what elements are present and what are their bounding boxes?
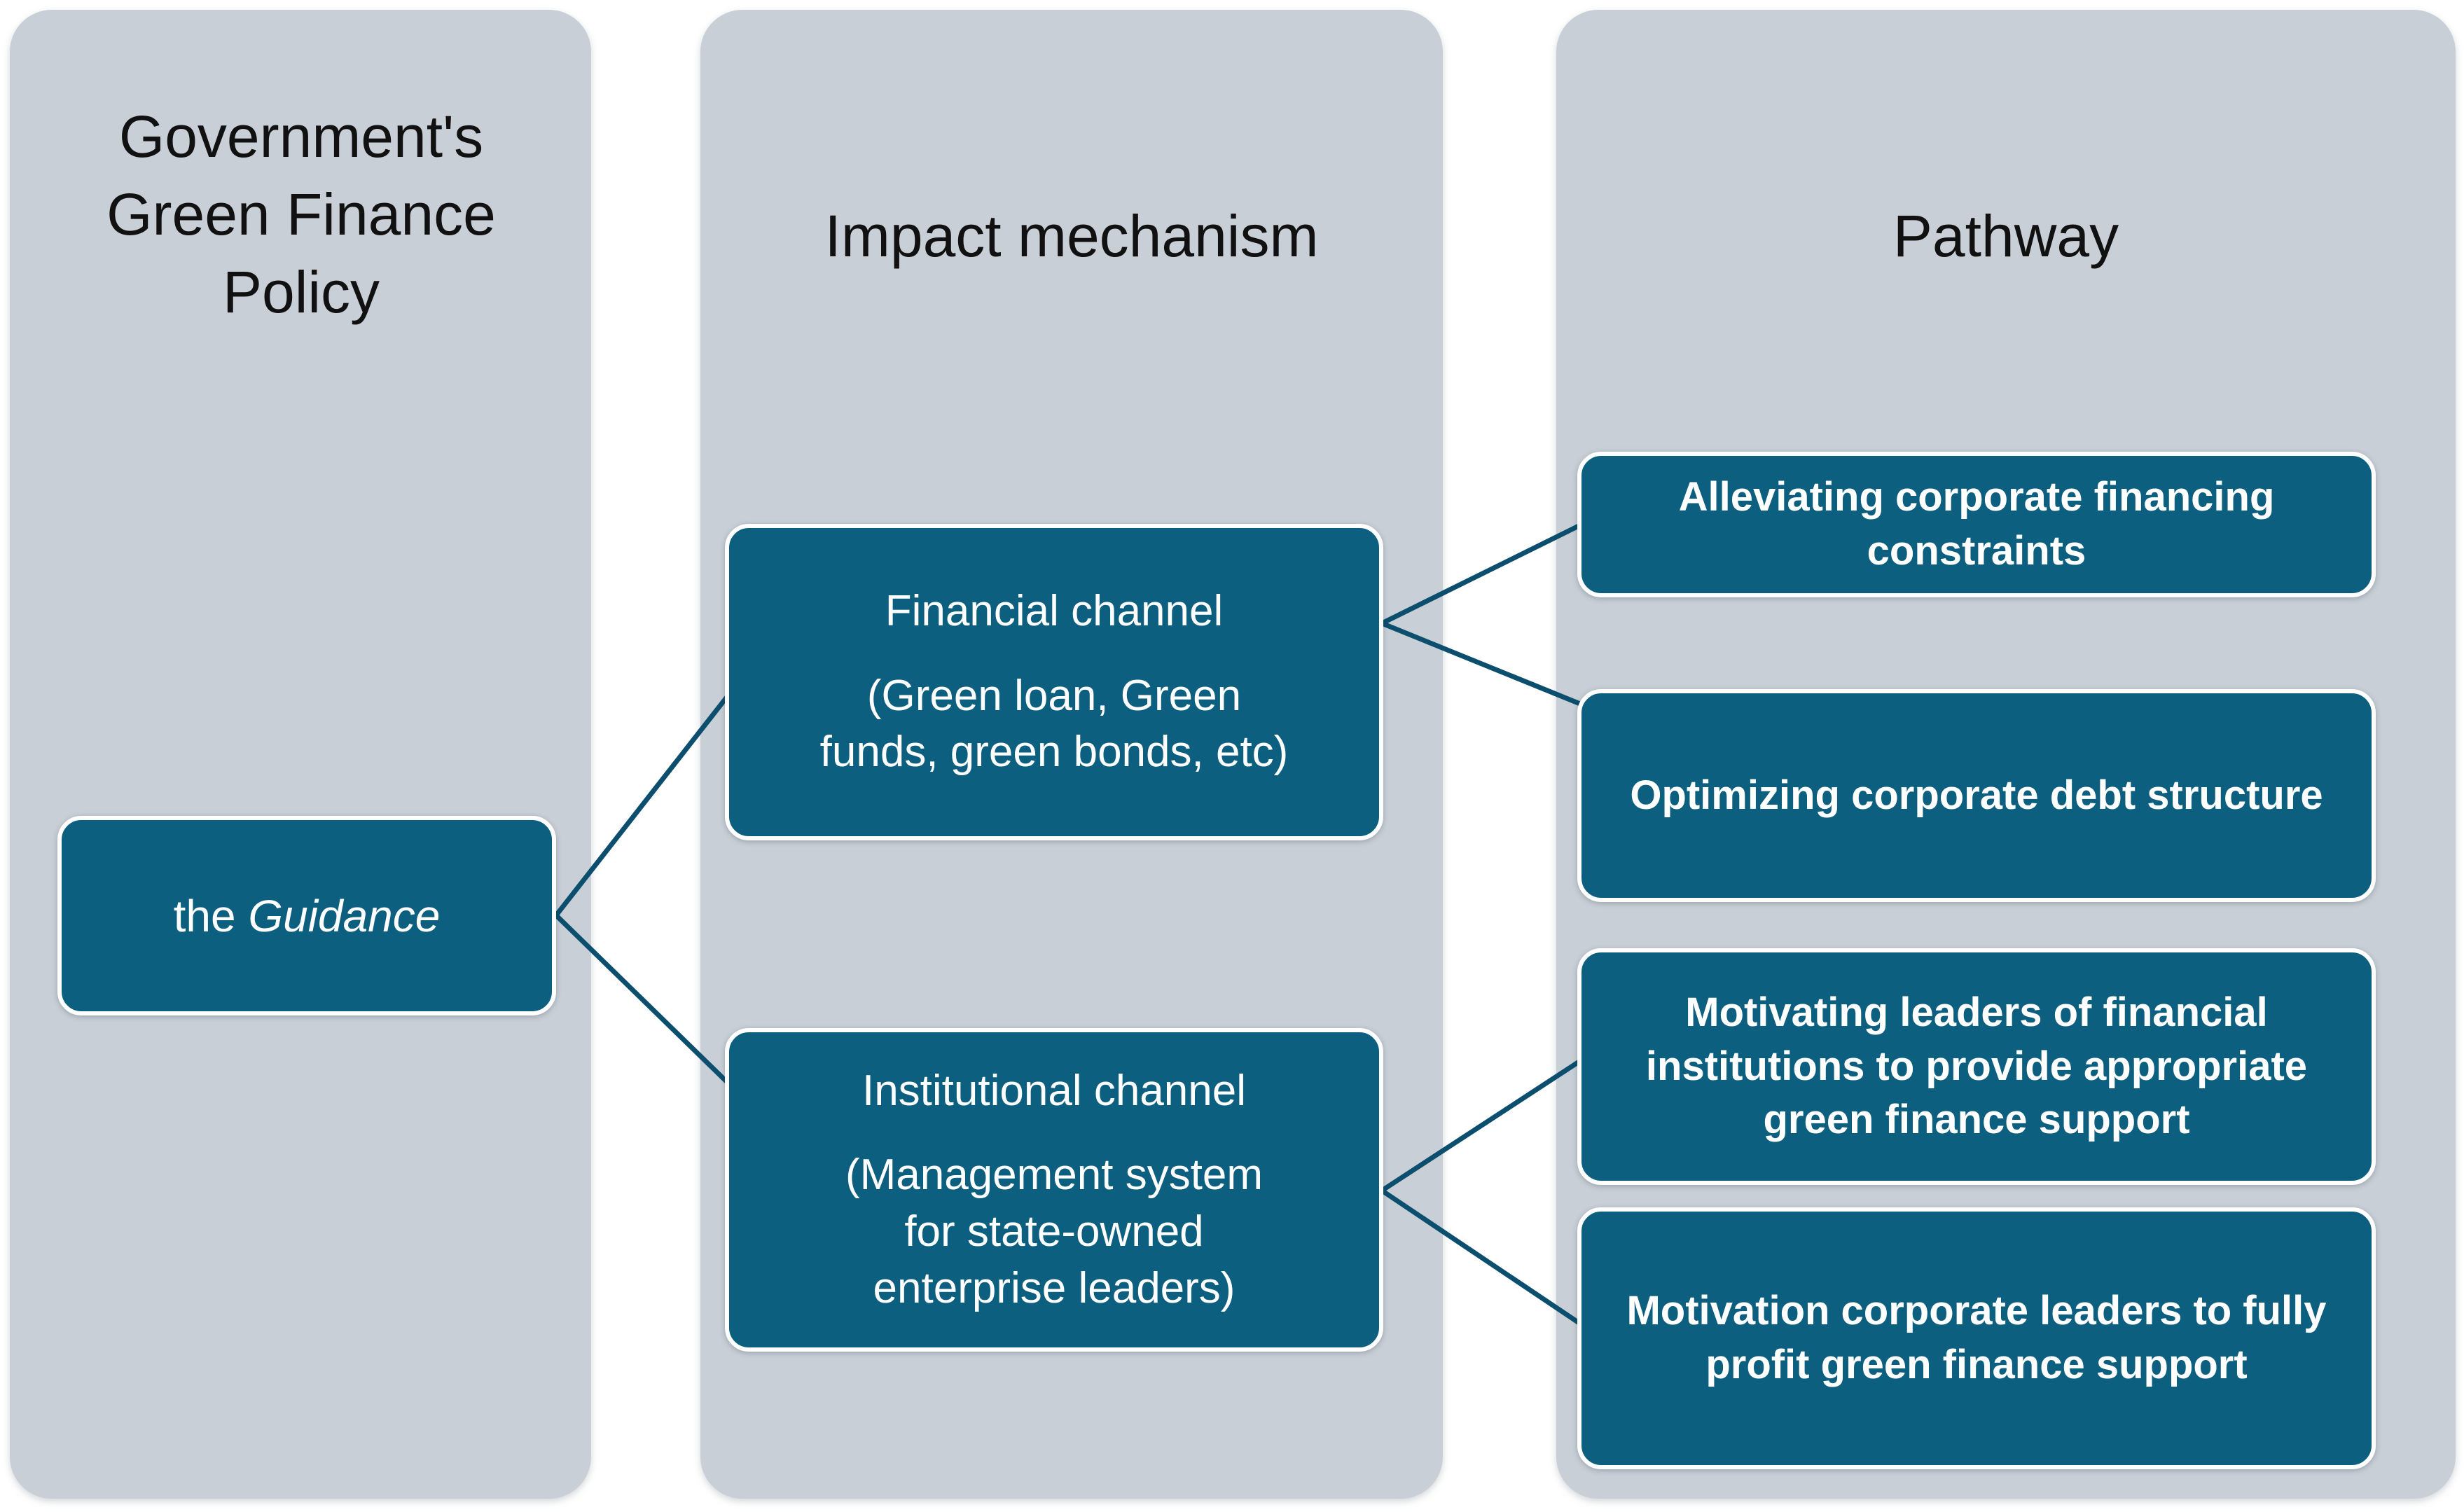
connector-financial-pathway-2	[1379, 620, 1583, 707]
node-pathway-motivation-corporate-leaders: Motivation corporate leaders to fully pr…	[1577, 1207, 2376, 1469]
guidance-label-prefix: the	[173, 890, 249, 941]
financial-channel-detail: (Green loan, Green funds, green bonds, e…	[819, 671, 1289, 777]
institutional-channel-detail: (Management system for state-owned enter…	[845, 1151, 1264, 1312]
institutional-channel-title: Institutional channel	[861, 1066, 1247, 1115]
pathway-4-label: Motivation corporate leaders to fully pr…	[1626, 1288, 2327, 1387]
guidance-label-italic: Guidance	[248, 890, 441, 941]
connector-financial-pathway-1	[1379, 522, 1583, 626]
node-the-guidance: the Guidance	[57, 816, 556, 1015]
column-title-pathway: Pathway	[1892, 203, 2119, 269]
column-title-impact-mechanism: Impact mechanism	[824, 203, 1319, 269]
node-pathway-alleviating-constraints: Alleviating corporate financing constrai…	[1577, 452, 2376, 597]
pathway-1-label: Alleviating corporate financing constrai…	[1678, 474, 2275, 574]
pathway-3-label: Motivating leaders of financial institut…	[1645, 990, 2308, 1143]
node-financial-channel: Financial channel (Green loan, Green fun…	[725, 524, 1383, 840]
column-title-government-policy: Government's Green Finance Policy	[106, 104, 496, 325]
node-pathway-optimizing-debt: Optimizing corporate debt structure	[1577, 689, 2376, 902]
column-government-policy	[10, 10, 591, 1499]
connector-guidance-institutional	[553, 913, 730, 1085]
financial-channel-title: Financial channel	[885, 587, 1224, 636]
node-pathway-motivating-financial-leaders: Motivating leaders of financial institut…	[1577, 948, 2376, 1185]
connector-guidance-financial	[553, 694, 730, 918]
node-institutional-channel: Institutional channel (Management system…	[725, 1028, 1383, 1352]
connector-institutional-pathway-3	[1379, 1058, 1583, 1193]
guidance-label: the Guidance	[174, 890, 441, 942]
connector-institutional-pathway-4	[1379, 1188, 1583, 1326]
pathway-2-label: Optimizing corporate debt structure	[1630, 772, 2323, 818]
